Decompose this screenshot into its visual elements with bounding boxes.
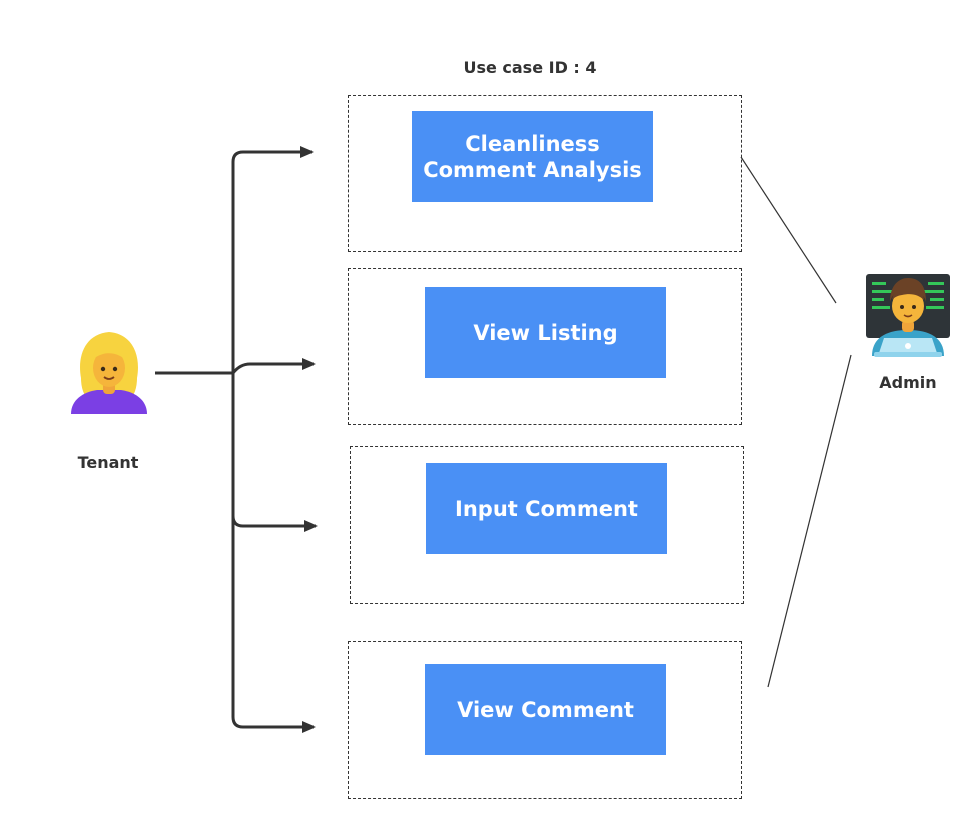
use-case-view-listing: View Listing: [425, 287, 666, 378]
tenant-to-view-comment-arrow: [231, 373, 316, 733]
tenant-to-view-listing-arrow: [231, 358, 316, 374]
tenant-to-input-comment-arrow: [231, 373, 318, 532]
tenant-woman-icon: [71, 332, 147, 414]
use-case-boundary-4: [348, 641, 742, 799]
use-case-input-comment: Input Comment: [426, 463, 667, 554]
tenant-label: Tenant: [77, 453, 139, 472]
admin-to-view-comment-line: [767, 354, 852, 688]
admin-technologist-icon: [866, 274, 950, 357]
use-case-boundary-1: [348, 95, 742, 252]
admin-label: Admin: [879, 373, 937, 392]
use-case-view-comment: View Comment: [425, 664, 666, 755]
diagram-title: Use case ID : 4: [463, 58, 597, 77]
admin-to-cleanliness-line: [740, 156, 837, 304]
use-case-boundary-3: [350, 446, 744, 604]
tenant-to-cleanliness-arrow: [231, 146, 314, 373]
use-case-boundary-2: [348, 268, 742, 425]
use-case-cleanliness-comment-analysis: Cleanliness Comment Analysis: [412, 111, 653, 202]
